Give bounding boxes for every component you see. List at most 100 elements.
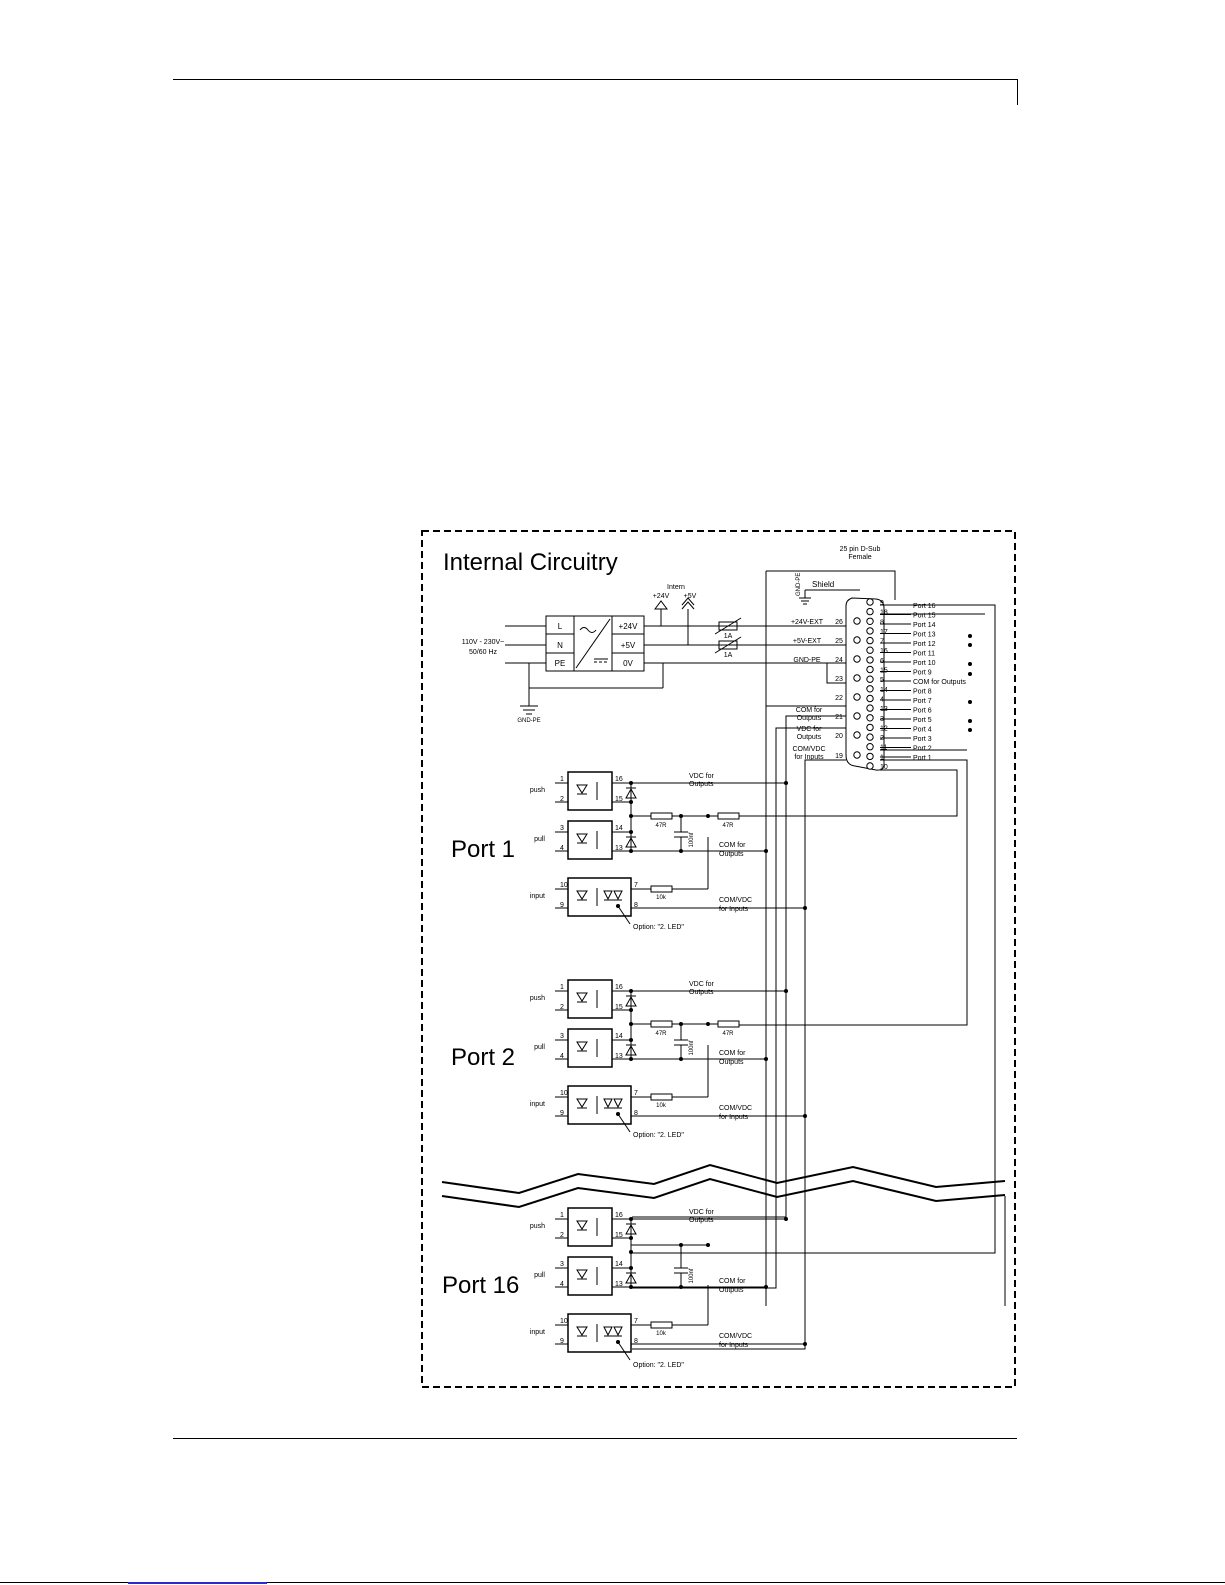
port-name: Port 2 [451, 1044, 515, 1071]
port-label: Port 9 [913, 670, 932, 677]
opto-pin-number: 7 [634, 1090, 638, 1097]
opto-pin-number: 3 [560, 1033, 564, 1040]
pin-contact [853, 712, 861, 720]
diagram-frame [421, 530, 1016, 1388]
opto-function-label: input [530, 893, 545, 900]
option-note: Option: "2. LED" [633, 924, 684, 931]
diagram-title: Internal Circuitry [443, 549, 618, 576]
pin-signal-label: +24V-EXT [791, 619, 824, 626]
led-symbol [603, 890, 613, 901]
led-symbol [603, 1098, 613, 1109]
pin-contact [853, 655, 861, 663]
opto-pin-number: 4 [560, 1053, 564, 1060]
bus-label: COM for [719, 842, 746, 849]
opto-function-label: pull [534, 1272, 545, 1279]
pin-contact [866, 598, 874, 606]
junction-dot [803, 1114, 807, 1118]
protection-diode [625, 995, 637, 1007]
protection-diode [625, 836, 637, 848]
led-symbol [576, 992, 588, 1002]
junction-dot [764, 849, 768, 853]
port-label: Port 2 [913, 746, 932, 753]
bus-label: VDC for [689, 773, 715, 780]
connector-name: 25 pin D-Sub [840, 546, 881, 553]
led-symbol [613, 1326, 623, 1337]
pin-number: 10 [880, 764, 888, 771]
header-corner-tick [1017, 79, 1018, 105]
page-bottom-link-underline [128, 1582, 267, 1584]
opto-pin-number: 1 [560, 984, 564, 991]
bus-label: Outputs [719, 1287, 744, 1294]
opto-pin-number: 7 [634, 1318, 638, 1325]
pin-contact [853, 617, 861, 625]
pin-number: 19 [835, 753, 843, 760]
led-symbol [576, 784, 588, 794]
opto-pin-number: 3 [560, 825, 564, 832]
page-bottom-rule [0, 1582, 1225, 1583]
fuse-label: 1A [724, 652, 733, 659]
port-label: Port 13 [913, 632, 936, 639]
shield-gnd-label: GND-PE [796, 573, 802, 596]
junction-dot [706, 1022, 710, 1026]
opto-function-label: push [530, 787, 545, 794]
resistor-value: 10k [656, 1331, 667, 1337]
port-label: Port 7 [913, 698, 932, 705]
pin-number: 8 [880, 619, 884, 626]
opto-pin-number: 14 [615, 825, 623, 832]
junction-dot [968, 700, 972, 704]
port-circuit-block [555, 1207, 807, 1361]
psu-output-label: +5V [621, 641, 636, 650]
bus-label: for Inputs [719, 1342, 749, 1349]
option-note: Option: "2. LED" [633, 1362, 684, 1369]
opto-pin-number: 9 [560, 1110, 564, 1117]
pin-contact [866, 627, 874, 635]
port-label: Port 8 [913, 689, 932, 696]
pin-contact [853, 731, 861, 739]
pin-contact [866, 617, 874, 625]
resistor [650, 885, 673, 893]
pin-number: 15 [880, 668, 888, 675]
opto-function-label: push [530, 1223, 545, 1230]
opto-pin-number: 10 [560, 1318, 568, 1325]
junction-dot [784, 989, 788, 993]
bus-label: for Inputs [719, 906, 749, 913]
junction-dot [968, 672, 972, 676]
port-name: Port 16 [442, 1272, 519, 1299]
pin-signal-label: for Inputs [794, 754, 824, 761]
resistor-value: 10k [656, 1103, 667, 1109]
pin-contact [866, 656, 874, 664]
opto-pin-number: 14 [615, 1033, 623, 1040]
pin-signal-label: COM/VDC [792, 746, 825, 753]
capacitor-value: 100nf [689, 832, 695, 847]
pin-number: 26 [835, 619, 843, 626]
pin-number: 7 [880, 639, 884, 646]
freq-label: 50/60 Hz [469, 649, 498, 656]
bus-label: COM for [719, 1050, 746, 1057]
opto-pin-number: 13 [615, 1053, 623, 1060]
opto-pin-number: 13 [615, 845, 623, 852]
power-supply [545, 615, 645, 672]
bus-label: Outputs [719, 1059, 744, 1066]
junction-dot [803, 1342, 807, 1346]
psu-input-label: N [557, 641, 563, 650]
pin-number: 23 [835, 676, 843, 683]
optocoupler [567, 1207, 613, 1247]
pin-contact [866, 762, 874, 770]
header-rule [173, 79, 1018, 80]
pin-number: 13 [880, 706, 888, 713]
pin-signal-label: Outputs [797, 734, 822, 741]
pin-number: 6 [880, 658, 884, 665]
opto-pin-number: 8 [634, 902, 638, 909]
port-name: Port 1 [451, 836, 515, 863]
footer-rule [173, 1438, 1017, 1439]
opto-pin-number: 4 [560, 845, 564, 852]
junction-dot [784, 781, 788, 785]
junction-dot [679, 1285, 683, 1289]
junction-dot [764, 1057, 768, 1061]
resistor-value: 47R [722, 1031, 734, 1037]
junction-dot [679, 1057, 683, 1061]
mains-label: 110V - 230V~ [462, 639, 505, 646]
junction-dot [706, 1243, 710, 1247]
pin-contact [853, 674, 861, 682]
bus-label: Outputs [689, 1217, 714, 1224]
